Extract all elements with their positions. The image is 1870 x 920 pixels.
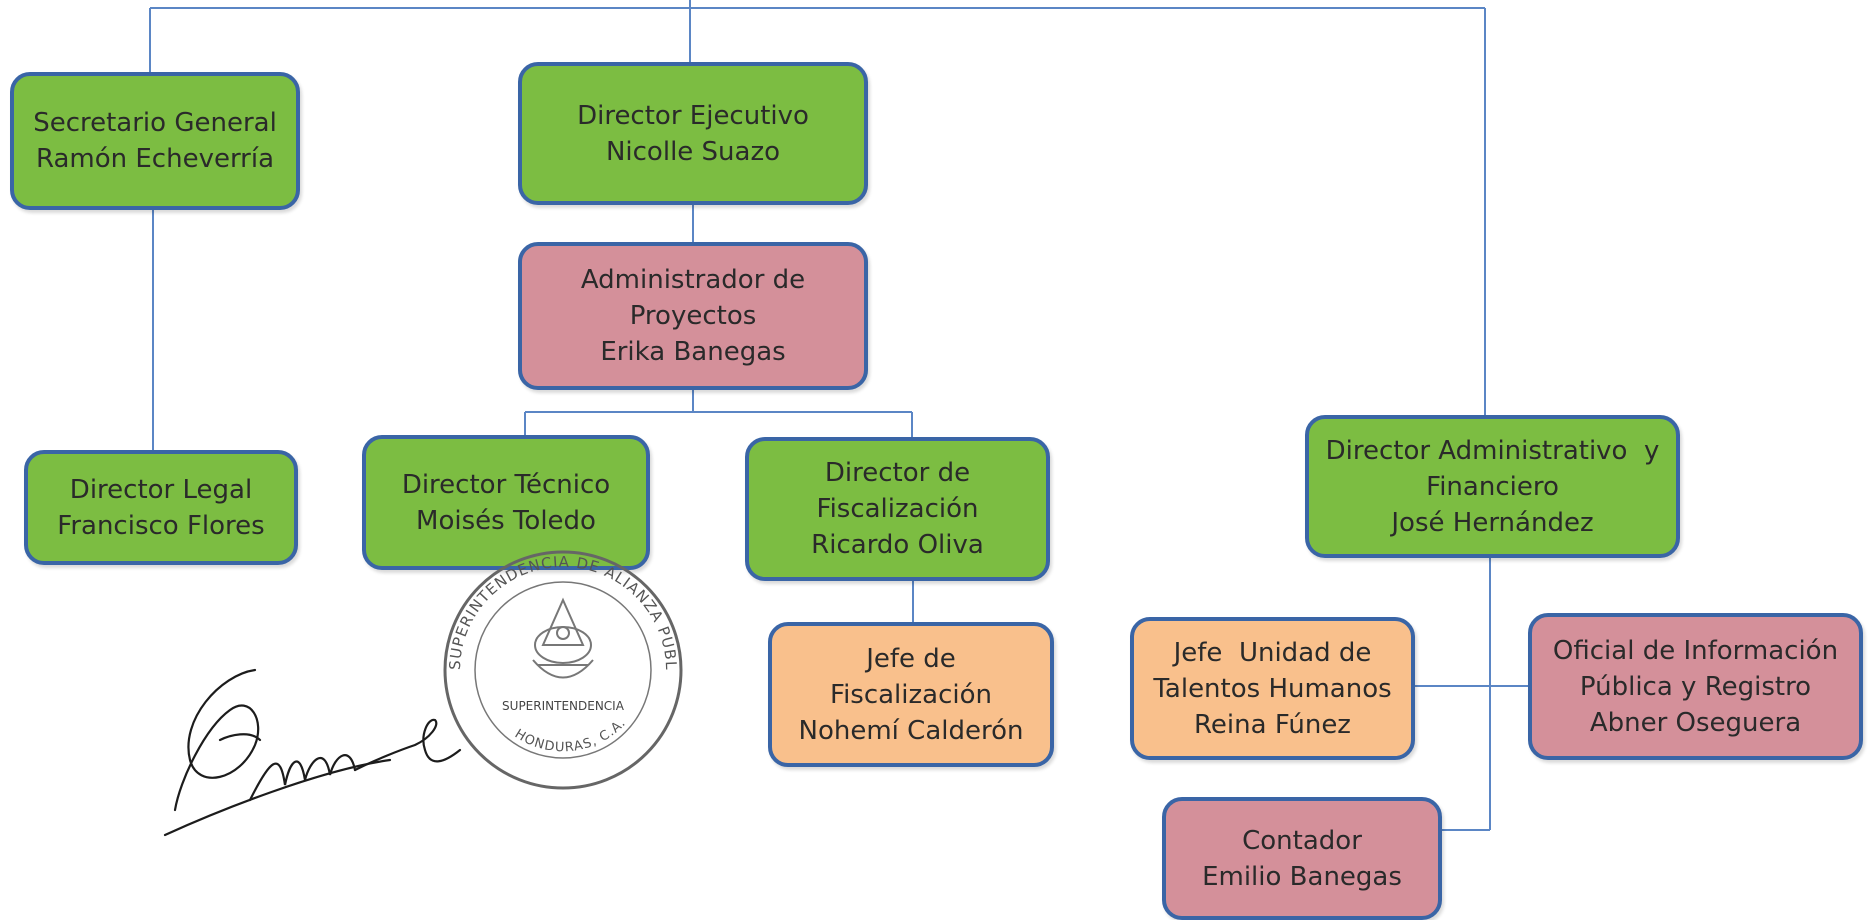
node-person-name: Nohemí Calderón [798, 715, 1024, 746]
signature [163, 668, 462, 837]
node-person-name: Nicolle Suazo [605, 136, 781, 167]
node-director-legal: Director Legal Francisco Flores [24, 450, 298, 565]
node-title: Contador [1242, 825, 1362, 856]
node-person-name: Emilio Banegas [1202, 861, 1402, 892]
node-title-line-1: Jefe Unidad de [1173, 637, 1372, 668]
node-administrador-proyectos: Administrador de Proyectos Erika Banegas [518, 242, 868, 390]
node-jefe-fiscalizacion: Jefe de Fiscalización Nohemí Calderón [768, 622, 1054, 767]
svg-text:HONDURAS, C.A.: HONDURAS, C.A. [512, 716, 629, 756]
seal-bottom-text: HONDURAS, C.A. [512, 716, 628, 756]
node-person-name: Francisco Flores [57, 510, 265, 541]
node-person-name: Abner Oseguera [1589, 707, 1802, 738]
node-title-line-2: Proyectos [629, 301, 757, 331]
official-seal: SUPERINTENDENCIA DE ALIANZA PUBLICO PRIV… [438, 545, 683, 790]
node-person-name: Erika Banegas [600, 337, 786, 367]
node-title: Director Técnico [401, 469, 611, 500]
node-director-fiscalizacion: Director de Fiscalización Ricardo Oliva [745, 437, 1050, 581]
node-person-name: Ramón Echeverría [35, 144, 275, 174]
node-person-name: Moisés Toledo [416, 505, 596, 536]
seal-center-text: SUPERINTENDENCIA [502, 699, 625, 713]
node-title: Director Legal [69, 474, 253, 505]
node-contador: Contador Emilio Banegas [1162, 797, 1442, 920]
node-title-line-2: Financiero [1426, 471, 1559, 502]
node-title-line-2: Pública y Registro [1579, 671, 1812, 702]
node-person-name: Reina Fúnez [1194, 709, 1351, 740]
node-person-name: Ricardo Oliva [811, 530, 984, 560]
node-title-line-1: Director Administrativo y [1325, 435, 1660, 466]
node-title-line-1: Director de [824, 458, 971, 488]
node-title-line-2: Fiscalización [830, 679, 992, 710]
node-director-administrativo: Director Administrativo y Financiero Jos… [1305, 415, 1680, 558]
node-person-name: José Hernández [1391, 507, 1594, 538]
node-title: Director Ejecutivo [577, 100, 809, 131]
node-title: Secretario General [33, 108, 277, 138]
node-director-tecnico: Director Técnico Moisés Toledo [362, 435, 650, 570]
node-title-line-1: Oficial de Información [1552, 635, 1839, 666]
node-oficial-informacion: Oficial de Información Pública y Registr… [1528, 613, 1863, 760]
node-title-line-1: Administrador de [580, 265, 806, 295]
node-director-ejecutivo: Director Ejecutivo Nicolle Suazo [518, 62, 868, 205]
node-title-line-2: Talentos Humanos [1153, 673, 1392, 704]
node-title-line-1: Jefe de [866, 643, 956, 674]
node-title-line-2: Fiscalización [816, 494, 979, 524]
node-jefe-talentos-humanos: Jefe Unidad de Talentos Humanos Reina Fú… [1130, 617, 1415, 760]
coat-of-arms-icon [532, 597, 594, 679]
node-secretario-general: Secretario General Ramón Echeverría [10, 72, 300, 210]
